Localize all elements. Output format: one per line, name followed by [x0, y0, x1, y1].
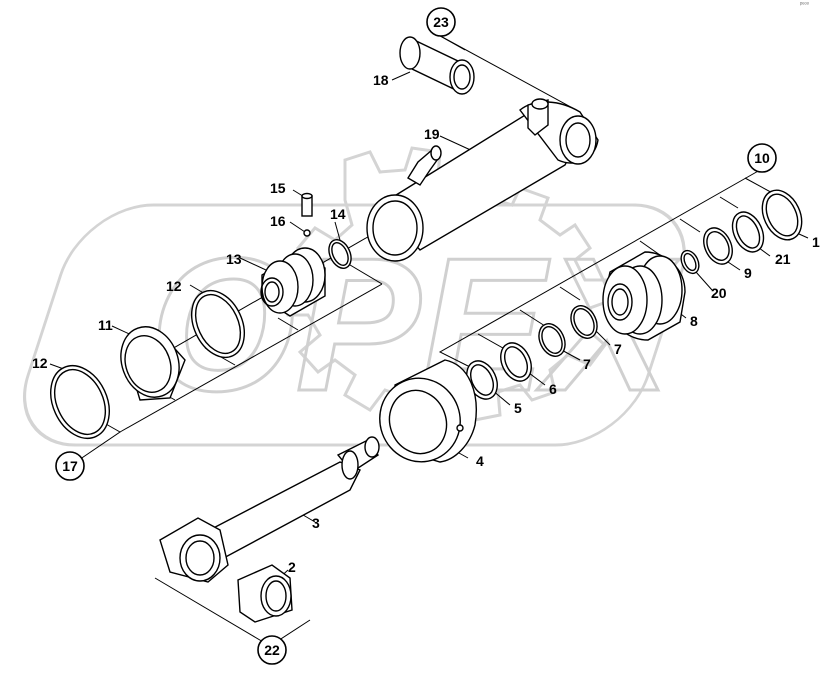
part-1-ring	[761, 189, 803, 241]
label-part-13: 13	[226, 251, 242, 267]
part-4-nut	[379, 359, 477, 463]
kit-callout-23: 23	[426, 7, 456, 37]
label-part-20: 20	[711, 285, 727, 301]
label-part-6: 6	[549, 381, 557, 397]
part-12-ring-lower	[50, 365, 110, 439]
kit-label-10: 10	[754, 150, 770, 166]
part-12-ring-upper	[190, 289, 246, 359]
label-part-16: 16	[270, 213, 286, 229]
kit-callout-10: 10	[747, 143, 777, 173]
part-13-gland	[260, 247, 326, 317]
part-6-ring	[500, 342, 532, 382]
kit-label-23: 23	[433, 14, 449, 30]
label-part-4: 4	[476, 453, 484, 469]
part-8-piston	[602, 251, 686, 341]
label-part-12-lower: 12	[32, 355, 48, 371]
kit-labels: 23 10 17 22	[55, 7, 777, 665]
kit-label-17: 17	[62, 458, 78, 474]
part-5-ring	[466, 360, 498, 400]
label-part-2: 2	[288, 559, 296, 575]
part-20-ring	[680, 249, 700, 275]
label-part-12-upper: 12	[166, 278, 182, 294]
label-part-21: 21	[775, 251, 791, 267]
part-2-bushing	[237, 564, 293, 623]
kit-label-22: 22	[264, 642, 280, 658]
label-part-3: 3	[312, 515, 320, 531]
part-3-piston-rod	[159, 436, 380, 583]
label-part-18: 18	[373, 72, 389, 88]
part-19-cylinder-barrel	[366, 98, 599, 262]
label-part-11: 11	[98, 317, 113, 333]
label-part-7-a: 7	[614, 341, 622, 357]
label-part-19: 19	[424, 126, 440, 142]
part-labels: 1 2 3 4 5 6 7 7 8 9 11 12 12 13 14 15 16…	[32, 72, 820, 575]
label-part-1: 1	[812, 234, 820, 250]
label-part-9: 9	[744, 265, 752, 281]
part-14-o-ring	[328, 239, 352, 269]
corner-mark: ᵖᵉᵒᵒ	[800, 2, 810, 8]
kit-callout-17: 17	[55, 451, 85, 481]
label-part-8: 8	[690, 313, 698, 329]
label-part-7-b: 7	[583, 356, 591, 372]
part-7-ring-a	[570, 305, 598, 339]
part-9-ring	[703, 227, 733, 265]
part-21-ring	[731, 211, 765, 253]
label-part-14: 14	[330, 206, 346, 222]
part-11-wiper	[120, 326, 186, 401]
part-18-bushing	[399, 36, 475, 95]
kit-callout-22: 22	[257, 635, 287, 665]
part-15-pin	[301, 192, 313, 217]
part-16-ball	[303, 229, 311, 237]
watermark: OPEX	[22, 146, 686, 447]
label-part-15: 15	[270, 180, 286, 196]
label-part-5: 5	[514, 400, 522, 416]
part-7-ring-b	[538, 323, 566, 357]
